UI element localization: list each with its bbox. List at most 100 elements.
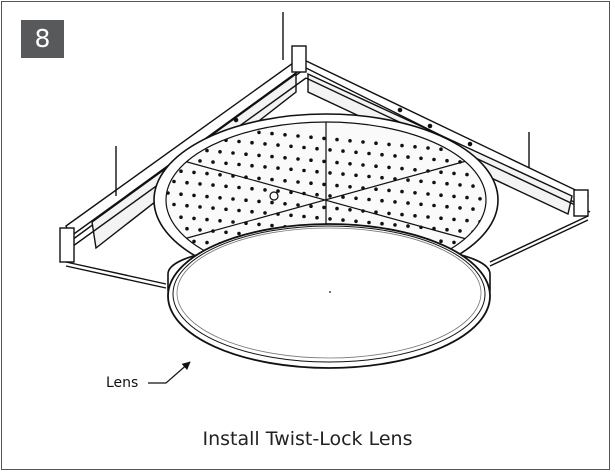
panel-perforation — [387, 165, 391, 170]
panel-perforation — [296, 180, 300, 184]
panel-perforation — [458, 206, 462, 210]
panel-perforation — [205, 148, 209, 153]
panel-perforation — [192, 216, 196, 221]
panel-perforation — [309, 158, 313, 162]
panel-perforation — [406, 178, 410, 182]
panel-perforation — [419, 202, 423, 207]
panel-perforation — [211, 160, 215, 164]
panel-perforation — [465, 195, 469, 200]
panel-perforation — [166, 260, 170, 264]
panel-perforation — [250, 209, 254, 214]
panel-perforation — [192, 124, 196, 129]
panel-perforation — [465, 172, 469, 177]
panel-perforation — [492, 268, 495, 271]
panel-perforation — [179, 215, 183, 219]
panel-perforation — [322, 182, 326, 187]
panel-perforation — [335, 206, 339, 211]
panel-perforation — [179, 192, 183, 196]
panel-perforation — [406, 224, 410, 228]
panel-perforation — [250, 163, 254, 168]
panel-perforation — [192, 239, 196, 244]
panel-perforation — [400, 143, 404, 148]
panel-perforation — [315, 146, 319, 151]
panel-perforation — [218, 173, 222, 177]
panel-perforation — [283, 156, 287, 160]
panel-perforation — [302, 168, 306, 173]
panel-perforation — [205, 240, 209, 245]
panel-perforation — [413, 191, 417, 195]
panel-perforation — [270, 200, 274, 205]
panel-perforation — [322, 136, 326, 141]
panel-perforation — [237, 208, 241, 213]
panel-perforation — [361, 163, 365, 167]
panel-perforation — [205, 171, 209, 176]
panel-perforation — [439, 239, 443, 243]
panel-perforation — [432, 180, 436, 185]
panel-perforation — [393, 200, 397, 204]
panel-perforation — [393, 154, 397, 158]
panel-perforation — [172, 179, 176, 184]
panel-perforation — [452, 240, 456, 245]
panel-perforation — [400, 166, 404, 171]
panel-perforation — [192, 193, 196, 198]
panel-perforation — [380, 175, 384, 180]
panel-perforation — [419, 179, 423, 184]
panel-perforation — [374, 164, 378, 168]
panel-perforation — [445, 204, 449, 209]
panel-perforation — [179, 169, 183, 173]
panel-perforation — [224, 161, 228, 166]
panel-perforation — [198, 205, 202, 209]
panel-perforation — [205, 194, 209, 199]
panel-perforation — [322, 159, 326, 164]
panel-perforation — [328, 194, 332, 198]
panel-perforation — [315, 192, 319, 197]
panel-perforation — [211, 183, 215, 187]
panel-perforation — [172, 133, 176, 138]
panel-perforation — [458, 229, 462, 233]
panel-perforation — [498, 210, 501, 213]
panel-perforation — [432, 203, 436, 208]
panel-perforation — [218, 219, 222, 223]
panel-perforation — [478, 243, 482, 247]
panel-perforation — [492, 245, 495, 248]
panel-perforation — [289, 167, 293, 172]
panel-perforation — [224, 207, 228, 212]
panel-perforation — [484, 254, 486, 259]
panel-perforation — [237, 185, 241, 190]
panel-perforation — [498, 279, 501, 282]
panel-perforation — [328, 171, 332, 175]
panel-perforation — [192, 170, 196, 175]
grid-clip — [573, 189, 589, 217]
panel-perforation — [348, 162, 352, 166]
panel-perforation — [231, 197, 235, 201]
panel-perforation — [471, 253, 475, 257]
panel-perforation — [380, 152, 384, 157]
panel-perforation — [452, 194, 456, 199]
panel-perforation — [322, 205, 326, 210]
panel-perforation — [406, 155, 410, 159]
panel-perforation — [283, 133, 287, 137]
panel-perforation — [400, 189, 404, 194]
panel-perforation — [387, 142, 391, 147]
panel-perforation — [367, 197, 371, 202]
panel-perforation — [250, 140, 254, 145]
panel-perforation — [387, 211, 391, 216]
panel-perforation — [465, 218, 469, 223]
panel-perforation — [348, 208, 352, 212]
panel-perforation — [328, 217, 332, 221]
panel-perforation — [426, 192, 430, 196]
panel-perforation — [406, 201, 410, 205]
panel-perforation — [257, 176, 261, 181]
panel-perforation — [354, 173, 358, 178]
step-number-badge: 8 — [21, 20, 64, 58]
panel-perforation — [439, 216, 443, 220]
panel-perforation — [380, 198, 384, 203]
panel-perforation — [218, 196, 222, 200]
panel-perforation — [237, 139, 241, 144]
panel-perforation — [348, 139, 352, 143]
lens-callout-label: Lens — [106, 375, 139, 391]
panel-perforation — [413, 168, 417, 172]
panel-perforation — [263, 142, 267, 146]
twist-lock-tab — [269, 191, 279, 201]
